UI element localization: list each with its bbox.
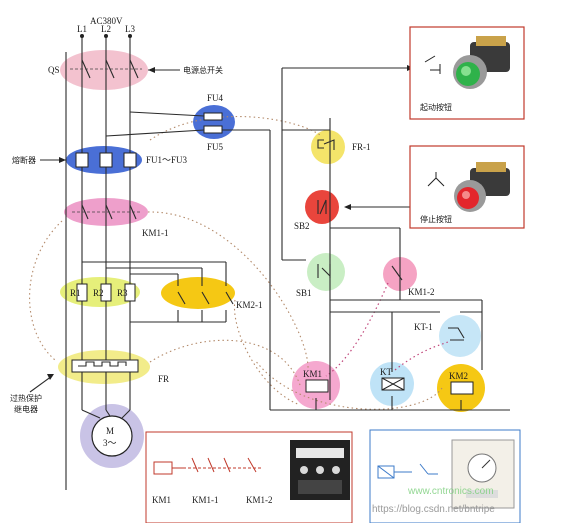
phase-label: L3 bbox=[125, 24, 135, 34]
kt1-label: KT-1 bbox=[414, 322, 433, 332]
watermark: https://blog.csdn.net/bntripe bbox=[372, 504, 495, 515]
r3-label: R3 bbox=[117, 288, 128, 298]
watermark-brand: www.cntronics.com bbox=[407, 486, 494, 497]
phase-label: L2 bbox=[101, 24, 111, 34]
contactor-photo bbox=[290, 440, 350, 500]
relation-curve bbox=[29, 220, 63, 361]
relation-curve bbox=[254, 359, 443, 410]
fu5-label: FU5 bbox=[207, 142, 224, 152]
fuses-label: FU1～FU3 bbox=[146, 155, 188, 165]
legend-km1-1: KM1-1 bbox=[192, 495, 219, 505]
fr-note: 继电器 bbox=[14, 404, 38, 414]
phase-label: L1 bbox=[77, 24, 87, 34]
start-button-photo bbox=[424, 36, 510, 89]
kt-coil-label: KT bbox=[380, 367, 392, 377]
relation-curve bbox=[325, 282, 389, 377]
fu4-label: FU4 bbox=[207, 93, 224, 103]
km2-1-highlight bbox=[161, 277, 235, 309]
supply-label: AC380V bbox=[90, 16, 123, 26]
r2-label: R2 bbox=[93, 288, 104, 298]
relation-curve bbox=[149, 115, 321, 141]
relation-curve bbox=[147, 211, 309, 371]
km2-1-label: KM2-1 bbox=[236, 300, 263, 310]
r1-label: R1 bbox=[70, 288, 81, 298]
motor-label: 3～ bbox=[103, 438, 117, 448]
fr1-label: FR-1 bbox=[352, 142, 371, 152]
stop-button-photo bbox=[427, 162, 510, 212]
sb2-highlight bbox=[305, 190, 339, 224]
fr1-highlight bbox=[311, 130, 345, 164]
fuses-note: 熔断器 bbox=[12, 155, 36, 165]
qs-label: QS bbox=[48, 65, 60, 75]
sb1-label: SB1 bbox=[296, 288, 312, 298]
qs-note: 电源总开关 bbox=[183, 65, 223, 75]
km2-coil-label: KM2 bbox=[449, 371, 468, 381]
start-button-caption: 起动按钮 bbox=[420, 102, 452, 112]
fr-label: FR bbox=[158, 374, 169, 384]
motor-label: M bbox=[106, 426, 114, 436]
km1-coil-label: KM1 bbox=[303, 369, 322, 379]
sb2-label: SB2 bbox=[294, 221, 310, 231]
kt1-highlight bbox=[439, 315, 481, 357]
km1-2-label: KM1-2 bbox=[408, 287, 435, 297]
km1-1-label: KM1-1 bbox=[142, 228, 169, 238]
fr-note: 过热保护 bbox=[10, 393, 42, 403]
legend-km1: KM1 bbox=[152, 495, 171, 505]
fu4-highlight bbox=[193, 105, 235, 139]
stop-button-caption: 停止按钮 bbox=[420, 214, 452, 224]
timer-photo bbox=[451, 439, 515, 509]
relation-curve bbox=[149, 339, 301, 386]
legend-km1-2: KM1-2 bbox=[246, 495, 273, 505]
